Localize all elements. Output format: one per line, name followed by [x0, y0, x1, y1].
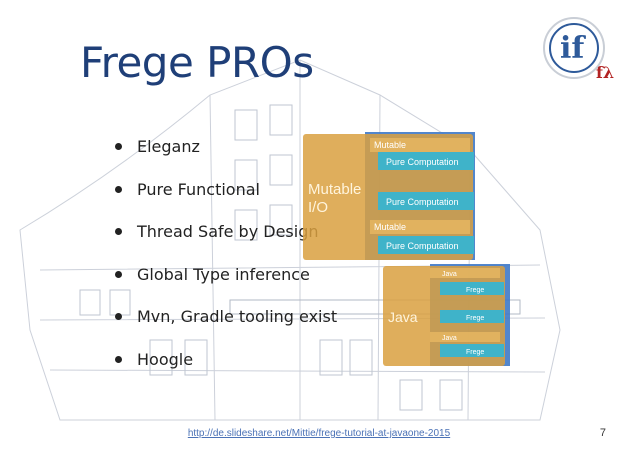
- svg-text:Frege: Frege: [466, 315, 484, 322]
- bullet-item: Pure Functional: [113, 179, 337, 222]
- bullet-item: Eleganz: [113, 136, 337, 179]
- logo-text: if: [560, 31, 586, 66]
- frege-box: [440, 310, 504, 323]
- java-inner-label: Java: [442, 335, 457, 342]
- svg-text:Frege: Frege: [466, 349, 484, 356]
- java-inner-label: Java: [442, 271, 457, 278]
- bullet-icon: [115, 355, 122, 363]
- slide-title: Frege PROs: [80, 38, 314, 87]
- frege-box: [440, 282, 504, 295]
- bullet-item: Thread Safe by Design: [113, 221, 337, 264]
- bullet-item: Global Type inference: [113, 264, 337, 307]
- io-inner-label: Mutable: [374, 222, 406, 232]
- svg-text:Pure Computation: Pure Computation: [386, 197, 459, 207]
- java-outer-label: Java: [388, 309, 418, 325]
- page-number: 7: [599, 427, 606, 439]
- svg-text:Frege: Frege: [466, 287, 484, 294]
- bullet-icon: [115, 313, 122, 320]
- logo-subtext: fλ: [596, 63, 614, 82]
- frege-box: [440, 344, 504, 357]
- bullet-icon: [115, 270, 122, 278]
- bullet-list: Eleganz Pure Functional Thread Safe by D…: [113, 136, 337, 391]
- pure-box: [378, 192, 474, 210]
- bullet-icon: [115, 185, 122, 193]
- io-outer-label: Mutable I/O: [308, 181, 366, 216]
- company-logo: if fλ: [543, 17, 614, 82]
- bullet-item: Hoogle: [113, 349, 337, 392]
- io-inner-label: Mutable: [374, 140, 406, 150]
- pure-box: [378, 152, 474, 170]
- source-link[interactable]: http://de.slideshare.net/Mittie/frege-tu…: [187, 428, 451, 439]
- bullet-icon: [115, 228, 122, 235]
- bullet-icon: [115, 143, 122, 150]
- svg-text:Pure Computation: Pure Computation: [386, 241, 459, 251]
- bullet-item: Mvn, Gradle tooling exist: [113, 306, 337, 349]
- svg-text:Pure Computation: Pure Computation: [386, 157, 459, 167]
- pure-box: [378, 236, 474, 254]
